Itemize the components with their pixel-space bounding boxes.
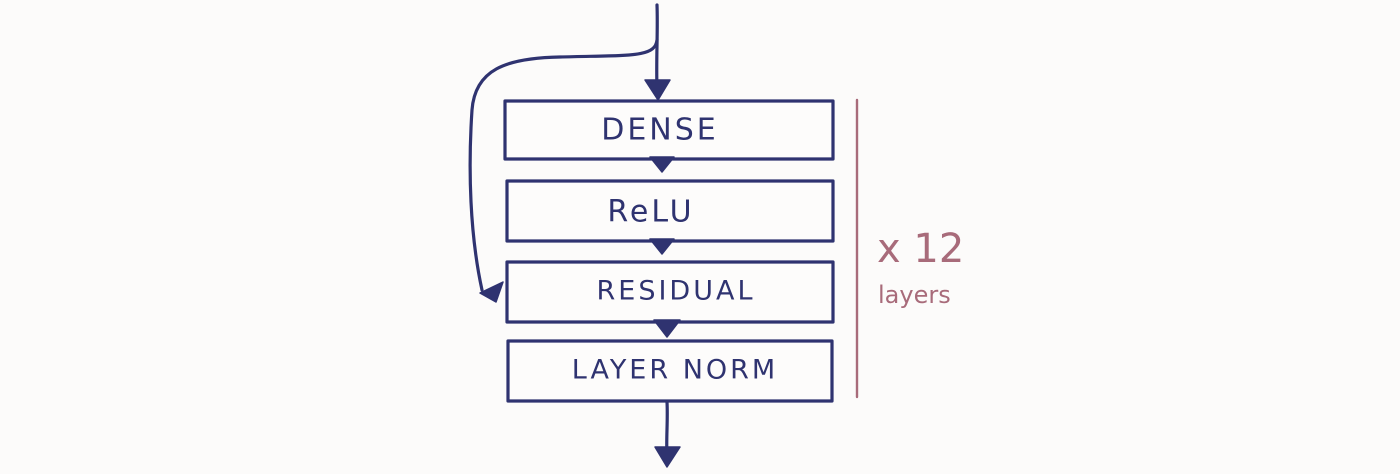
skip-connection-arrow-head (479, 281, 504, 303)
relu-block (505, 179, 835, 243)
residual-to-layernorm-arrow-head (653, 319, 681, 338)
relu-to-residual-arrow-head (649, 238, 675, 255)
output-arrow-head (654, 446, 681, 468)
residual-block-label: RESIDUAL (597, 276, 756, 307)
relu-block-label: ReLU (607, 195, 694, 230)
dense-block-label: DENSE (601, 113, 719, 148)
skip-connection-line (468, 38, 659, 292)
repeat-unit-label: layers (878, 281, 951, 309)
repeat-count-label: x 12 (877, 226, 964, 272)
dense-block (503, 99, 835, 161)
dense-to-relu-arrow-head (649, 156, 675, 173)
layer-norm-block (506, 339, 834, 403)
input-arrow-head (644, 79, 671, 101)
input-line (655, 3, 659, 90)
layer-norm-block-label: LAYER NORM (572, 355, 778, 386)
